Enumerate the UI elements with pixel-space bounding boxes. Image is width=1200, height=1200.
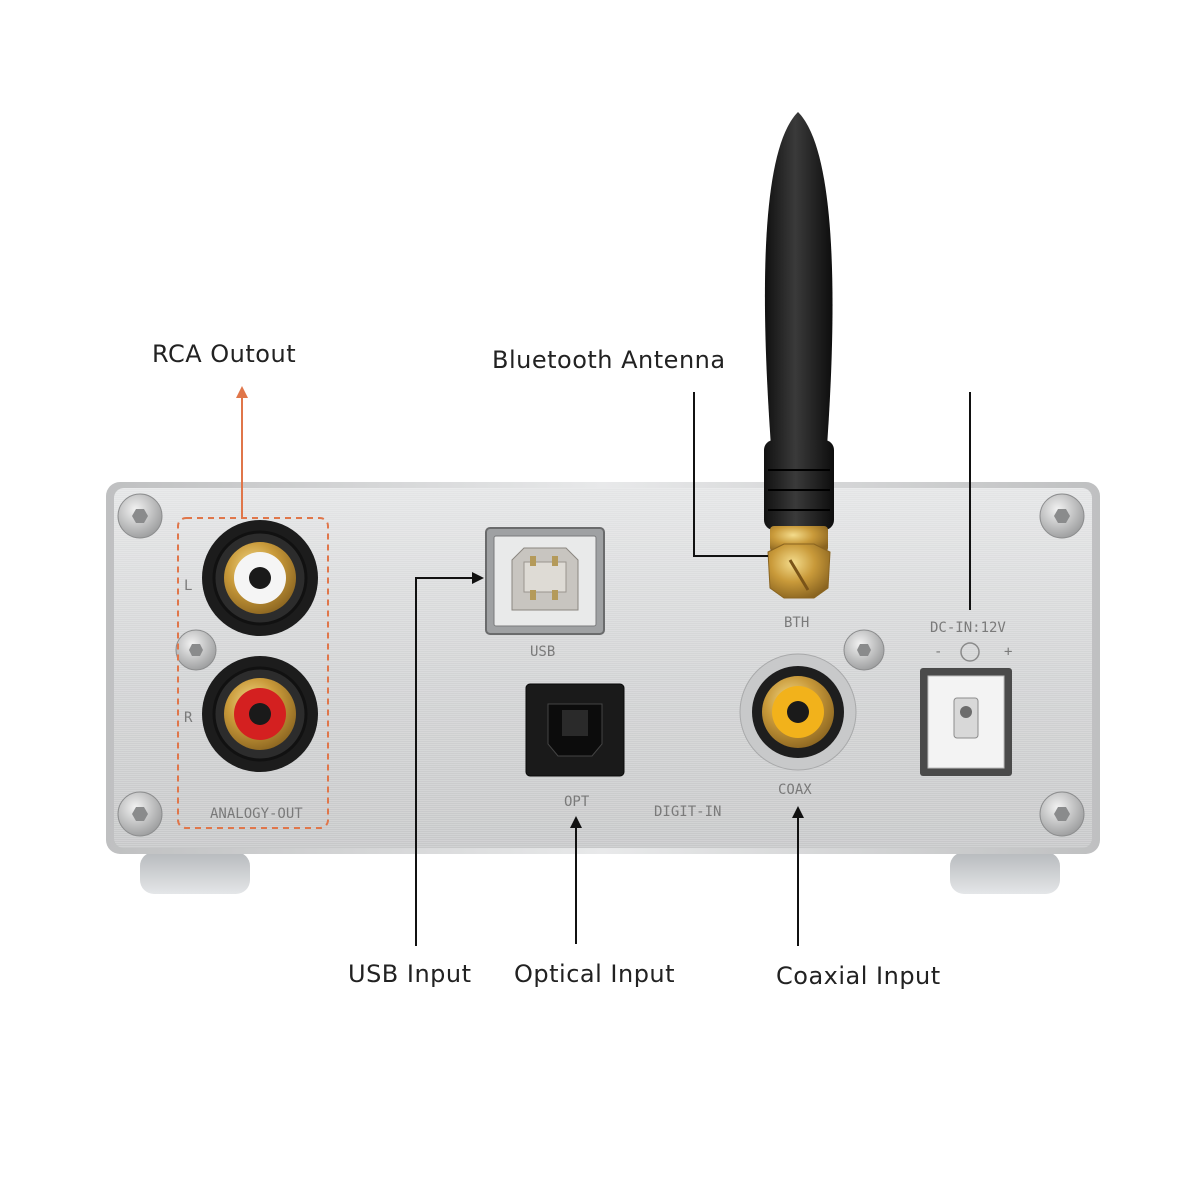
rca-callout-arrow bbox=[236, 386, 248, 518]
dc-jack-icon[interactable] bbox=[920, 668, 1012, 776]
arrow-up-icon bbox=[236, 386, 248, 398]
label-coax: COAX bbox=[778, 782, 812, 798]
toslink-port-icon[interactable] bbox=[525, 683, 625, 777]
arrow-up-icon bbox=[792, 806, 804, 818]
callout-rca-output: RCA Outout bbox=[152, 340, 297, 368]
callout-bluetooth-antenna: Bluetooth Antenna bbox=[492, 346, 726, 374]
label-dc-minus: - bbox=[934, 644, 942, 660]
callout-usb-input: USB Input bbox=[348, 960, 472, 988]
optical-callout-arrow bbox=[570, 816, 582, 944]
screw-icon bbox=[843, 629, 885, 671]
device-foot-right bbox=[950, 852, 1060, 894]
label-analogy-out: ANALOGY-OUT bbox=[210, 806, 303, 822]
bluetooth-antenna bbox=[764, 112, 834, 530]
device-chassis bbox=[106, 482, 1100, 854]
arrow-up-icon bbox=[570, 816, 582, 828]
rca-jack-icon[interactable] bbox=[739, 653, 857, 771]
rca-jack-icon[interactable] bbox=[202, 656, 318, 772]
screw-icon bbox=[117, 791, 163, 837]
polarity-icon bbox=[960, 642, 980, 662]
device-foot-left bbox=[140, 852, 250, 894]
label-digit-in: DIGIT-IN bbox=[654, 804, 721, 820]
usb-b-port-icon[interactable] bbox=[485, 527, 605, 635]
bluetooth-callout-line bbox=[693, 392, 768, 557]
rca-highlight-box bbox=[177, 517, 329, 829]
screw-icon bbox=[117, 493, 163, 539]
label-right-channel: R bbox=[184, 710, 193, 726]
screw-icon bbox=[1039, 493, 1085, 539]
coax-callout-arrow bbox=[792, 806, 804, 946]
screw-icon bbox=[1039, 791, 1085, 837]
label-bth: BTH bbox=[784, 615, 809, 631]
label-opt: OPT bbox=[564, 794, 590, 810]
rca-jack-icon[interactable] bbox=[202, 520, 318, 636]
label-dc-in: DC-IN:12V bbox=[930, 620, 1006, 636]
arrow-right-icon bbox=[472, 572, 484, 584]
sma-connector-icon[interactable] bbox=[767, 526, 831, 599]
usb-callout-arrow bbox=[415, 572, 484, 946]
label-usb: USB bbox=[530, 644, 555, 660]
screw-icon bbox=[175, 629, 217, 671]
label-dc-plus: + bbox=[1004, 644, 1012, 660]
label-left-channel: L bbox=[184, 578, 192, 594]
callout-coaxial-input: Coaxial Input bbox=[776, 962, 941, 990]
callout-optical-input: Optical Input bbox=[514, 960, 676, 988]
